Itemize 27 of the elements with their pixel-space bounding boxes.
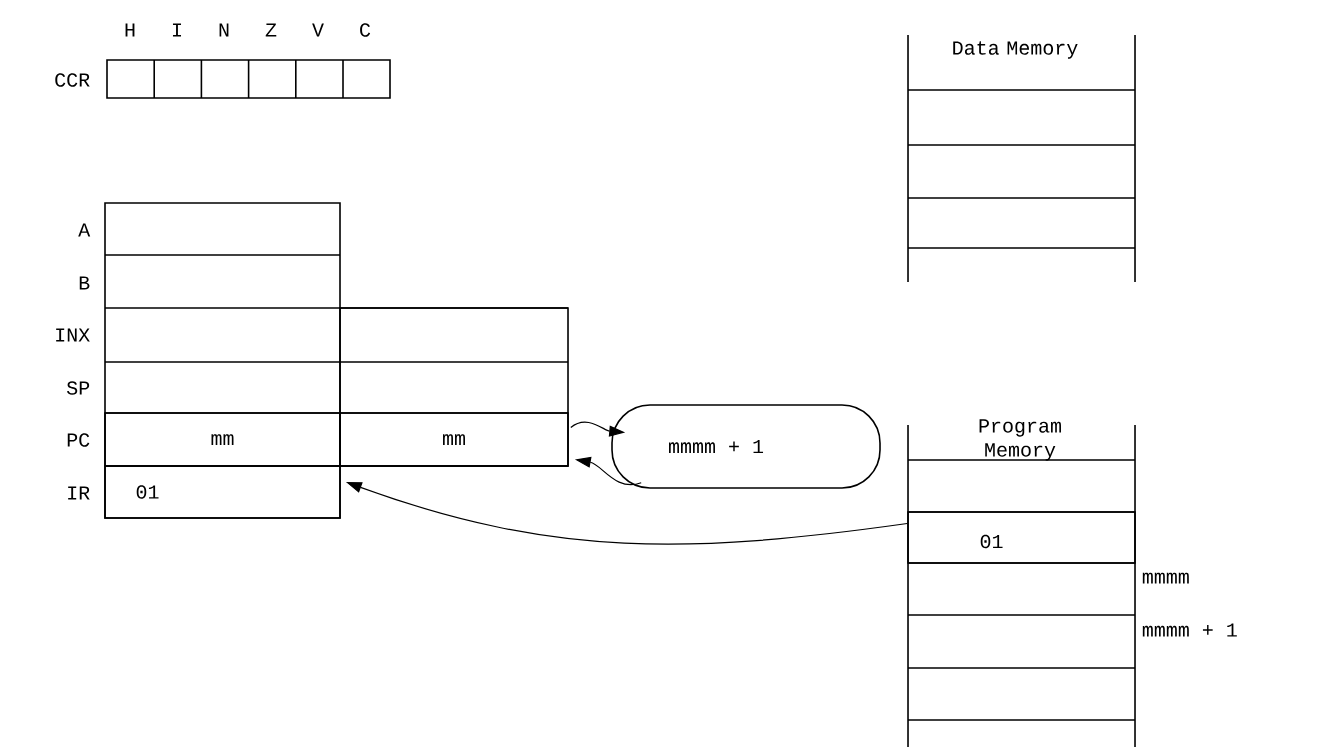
register-label: IR [68, 486, 90, 500]
register-label: PC [67, 433, 90, 447]
register-cell [104, 412, 341, 467]
address-label: mmmm [1142, 572, 1189, 584]
register-label: A [78, 223, 91, 237]
incrementer-box [611, 404, 881, 489]
cell-text: 01 [980, 534, 1003, 549]
register-label: INX [56, 328, 90, 342]
flag-label: I [173, 23, 181, 37]
flag-label: H [125, 23, 135, 37]
register-cell [339, 412, 569, 467]
register-cell [104, 465, 341, 519]
memory-cell [907, 511, 1136, 564]
flag-label: V [312, 23, 324, 37]
flag-label: C [360, 23, 371, 37]
register-label: B [79, 276, 90, 290]
cell-text: mmmm + 1 [668, 439, 764, 454]
register-label: SP [66, 381, 90, 395]
memory-title: Program Memory [979, 419, 1061, 461]
memory-title: Data Memory [953, 41, 1078, 59]
address-label: mmmm + 1 [1142, 623, 1237, 637]
cell-text: 01 [136, 485, 159, 499]
flag-label: N [219, 23, 229, 37]
cell-text: mm [443, 434, 465, 445]
flag-label: Z [265, 23, 277, 37]
register-label: CCR [55, 73, 90, 87]
cell-text: mm [211, 434, 234, 445]
